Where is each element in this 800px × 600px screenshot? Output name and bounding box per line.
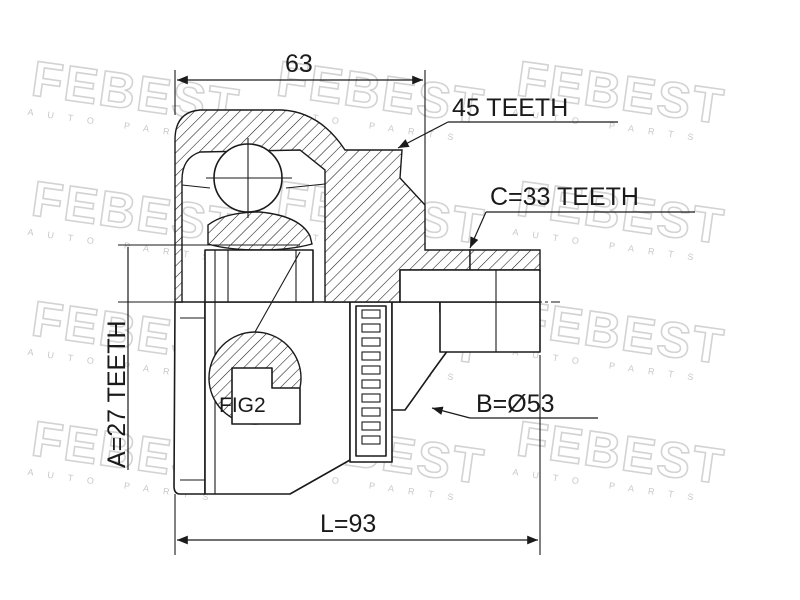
- housing-length-label: 63: [285, 50, 313, 78]
- outer-teeth-label: 45 TEETH: [452, 94, 568, 122]
- housing-section: [174, 109, 541, 303]
- leader-shaft-teeth: C=33 TEETH: [469, 183, 695, 249]
- dimension-housing-length: 63: [174, 50, 426, 205]
- leader-outer-teeth: 45 TEETH: [397, 94, 618, 149]
- stub-shaft-exterior: [391, 301, 541, 411]
- shaft-teeth-label: C=33 TEETH: [490, 183, 639, 211]
- length-label: L=93: [320, 510, 376, 538]
- dimension-inner-teeth: A=27 TEETH: [103, 244, 300, 470]
- leader-diameter: B=Ø53: [431, 390, 598, 419]
- diameter-label: B=Ø53: [476, 390, 555, 418]
- abs-ring: [355, 305, 387, 457]
- fig2-label: FIG2: [219, 394, 266, 417]
- inner-teeth-label: A=27 TEETH: [103, 320, 131, 468]
- fig2-detail: FIG2: [208, 251, 302, 425]
- dimension-total-length: L=93: [174, 355, 541, 555]
